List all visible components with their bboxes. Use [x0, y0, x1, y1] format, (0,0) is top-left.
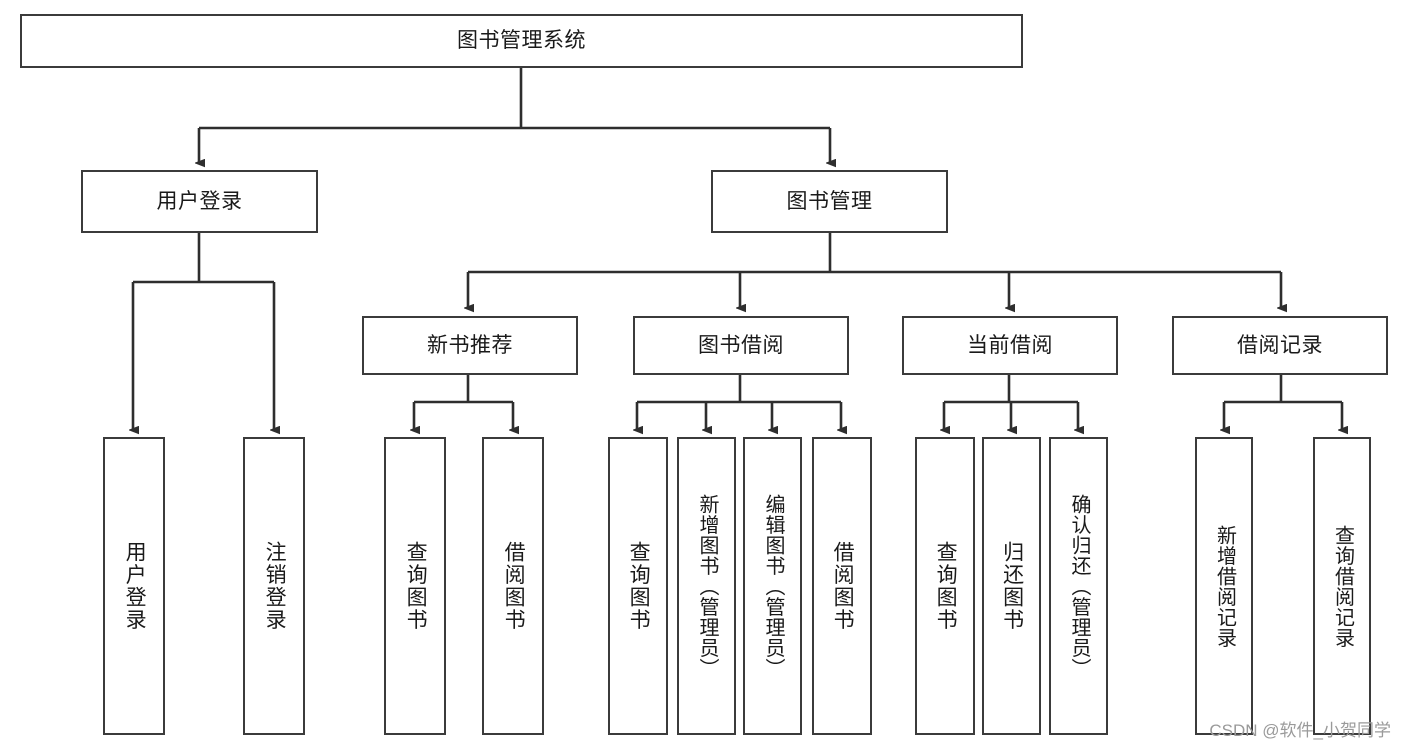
node-book-management[interactable]: 图书管理 [711, 170, 948, 233]
node-user-login-label: 用户登录 [156, 189, 243, 213]
leaf-confirm-return[interactable]: 确认归还（管理员） [1049, 437, 1108, 735]
leaf-query-record-label: 查询借阅记录 [1331, 524, 1354, 648]
node-root[interactable]: 图书管理系统 [20, 14, 1023, 68]
node-new-book-recommend[interactable]: 新书推荐 [362, 316, 578, 375]
leaf-query-book-2[interactable]: 查询图书 [608, 437, 668, 735]
node-user-login[interactable]: 用户登录 [81, 170, 318, 233]
leaf-query-book-1[interactable]: 查询图书 [384, 437, 446, 735]
leaf-add-record-label: 新增借阅记录 [1213, 524, 1236, 648]
leaf-query-book-1-label: 查询图书 [404, 541, 428, 631]
leaf-add-book-label: 新增图书（管理员） [696, 493, 718, 679]
node-book-borrow-label: 图书借阅 [698, 333, 784, 357]
leaf-borrow-book-1-label: 借阅图书 [502, 541, 526, 631]
node-book-management-label: 图书管理 [786, 189, 873, 213]
leaf-query-book-3[interactable]: 查询图书 [915, 437, 975, 735]
leaf-edit-book[interactable]: 编辑图书（管理员） [743, 437, 802, 735]
leaf-add-record[interactable]: 新增借阅记录 [1195, 437, 1253, 735]
leaf-borrow-book-2-label: 借阅图书 [831, 541, 855, 631]
leaf-add-book[interactable]: 新增图书（管理员） [677, 437, 736, 735]
leaf-user-logout-label: 注销登录 [263, 541, 287, 631]
leaf-user-logout[interactable]: 注销登录 [243, 437, 305, 735]
leaf-return-book-label: 归还图书 [1000, 541, 1024, 631]
node-borrow-record-label: 借阅记录 [1237, 333, 1323, 357]
leaf-user-login-label: 用户登录 [123, 541, 147, 631]
leaf-query-book-3-label: 查询图书 [934, 541, 958, 631]
node-root-label: 图书管理系统 [457, 29, 586, 53]
node-book-borrow[interactable]: 图书借阅 [633, 316, 849, 375]
leaf-query-record[interactable]: 查询借阅记录 [1313, 437, 1371, 735]
node-current-borrow[interactable]: 当前借阅 [902, 316, 1118, 375]
node-current-borrow-label: 当前借阅 [967, 333, 1053, 357]
leaf-confirm-return-label: 确认归还（管理员） [1068, 493, 1090, 679]
leaf-return-book[interactable]: 归还图书 [982, 437, 1041, 735]
node-new-book-recommend-label: 新书推荐 [427, 333, 513, 357]
leaf-query-book-2-label: 查询图书 [627, 541, 651, 631]
node-borrow-record[interactable]: 借阅记录 [1172, 316, 1388, 375]
leaf-borrow-book-1[interactable]: 借阅图书 [482, 437, 544, 735]
leaf-user-login[interactable]: 用户登录 [103, 437, 165, 735]
leaf-borrow-book-2[interactable]: 借阅图书 [812, 437, 872, 735]
leaf-edit-book-label: 编辑图书（管理员） [762, 493, 784, 679]
